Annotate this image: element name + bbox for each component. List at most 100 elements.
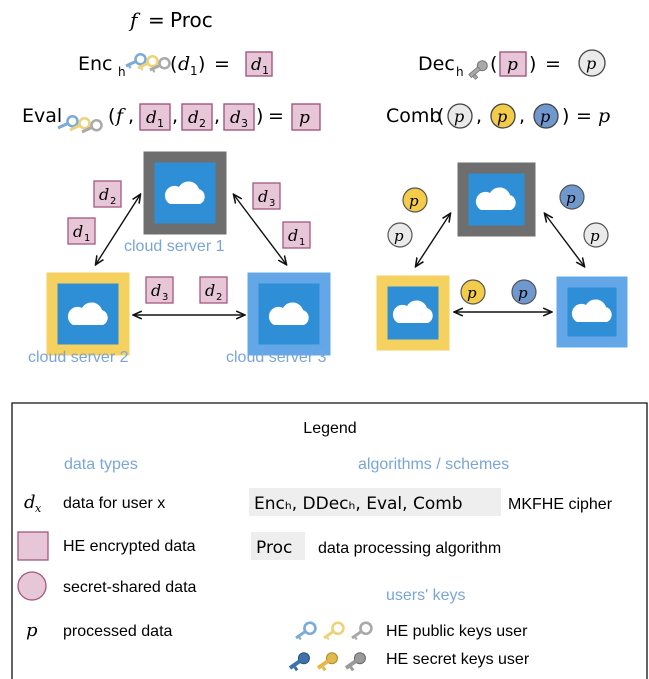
- svg-text:3: 3: [162, 292, 168, 303]
- server-1-icon: [143, 151, 227, 235]
- share-blue-right: p: [559, 184, 585, 210]
- svg-text:d: d: [258, 187, 268, 206]
- legend: Legend data types algorithms / schemes d…: [11, 402, 648, 679]
- svg-text:3: 3: [241, 117, 248, 130]
- he-data-d2-bottom: d 2: [199, 276, 228, 304]
- legend-secret-keys-icon: [288, 652, 366, 672]
- legend-title: Legend: [303, 420, 356, 437]
- legend-dx-symbol: d x: [24, 492, 42, 515]
- legend-data-types-heading: data types: [64, 456, 138, 473]
- he-data-d2-left: d 2: [93, 180, 122, 208]
- legend-proc-label: Proc: [256, 538, 292, 558]
- svg-text:d: d: [24, 492, 36, 513]
- he-data-d3-bottom: d 3: [145, 276, 174, 304]
- svg-text:p: p: [467, 284, 477, 302]
- legend-he-desc: HE encrypted data: [63, 538, 196, 555]
- svg-text:d: d: [251, 55, 262, 75]
- legend-alg-desc: MKFHE cipher: [508, 496, 613, 513]
- legend-he-swatch: [17, 531, 49, 561]
- legend-p-symbol: p: [26, 620, 38, 641]
- legend-p-desc: processed data: [63, 623, 173, 640]
- svg-text:p: p: [299, 108, 310, 128]
- svg-text:,: ,: [476, 105, 482, 127]
- svg-text:Dec: Dec: [418, 53, 455, 75]
- public-keys-icon: [125, 52, 171, 73]
- svg-text:d: d: [288, 226, 298, 245]
- svg-text:d: d: [99, 185, 109, 204]
- svg-text:d: d: [151, 281, 161, 300]
- svg-text:f: f: [114, 105, 126, 127]
- he-data-d1-right: d 1: [282, 221, 311, 249]
- svg-text:,: ,: [519, 105, 525, 127]
- legend-algorithms-heading: algorithms / schemes: [358, 456, 509, 473]
- formula-proc: f = Proc: [128, 8, 213, 32]
- legend-users-keys-heading: users' keys: [386, 587, 466, 604]
- svg-text:p: p: [394, 227, 404, 245]
- svg-text:=: =: [545, 53, 561, 75]
- svg-text:1: 1: [190, 64, 198, 78]
- formula-comb: Comb ( p , p , p ) = p: [386, 103, 610, 129]
- svg-text:d: d: [230, 108, 241, 128]
- legend-ss-swatch: [17, 571, 47, 601]
- legend-public-keys-icon: [295, 621, 373, 641]
- svg-text:p: p: [586, 54, 596, 73]
- server-2-label: cloud server 2: [28, 349, 129, 366]
- svg-text:2: 2: [110, 196, 116, 207]
- svg-text:d: d: [205, 281, 215, 300]
- svg-text:(: (: [170, 53, 177, 75]
- svg-text:d: d: [178, 53, 190, 75]
- svg-text:(: (: [108, 105, 115, 127]
- svg-text:p: p: [507, 55, 518, 75]
- svg-text:1: 1: [299, 237, 305, 248]
- arrow-r-s1-s3: [545, 214, 584, 266]
- svg-text:Proc: Proc: [170, 8, 213, 32]
- svg-text:): ): [198, 53, 205, 75]
- server-3-icon: [247, 272, 331, 356]
- svg-text:Eval: Eval: [22, 105, 62, 127]
- svg-text:=: =: [148, 8, 165, 32]
- arrow-r-s1-s2: [416, 214, 450, 266]
- svg-text:p: p: [518, 284, 528, 302]
- share-yellow-bottom: p: [460, 279, 486, 305]
- svg-text:1: 1: [84, 233, 90, 244]
- svg-text:h: h: [456, 65, 464, 79]
- svg-text:,: ,: [128, 105, 134, 127]
- formula-dec: Dec h ( p ) = p: [418, 49, 606, 80]
- svg-text:1: 1: [262, 64, 269, 77]
- svg-text:Comb: Comb: [386, 105, 441, 127]
- server-1-label: cloud server 1: [124, 238, 225, 255]
- he-data-d3-right: d 3: [252, 182, 281, 210]
- svg-text:,: ,: [214, 105, 220, 127]
- svg-text:=: =: [268, 105, 284, 127]
- svg-text:d: d: [188, 108, 199, 128]
- server-3-icon-right: [556, 276, 628, 348]
- svg-text:): ): [256, 105, 263, 127]
- svg-text:=: =: [214, 53, 230, 75]
- svg-text:=: =: [576, 105, 592, 127]
- formula-enc: Enc h ( d 1 ) = d 1: [78, 51, 273, 79]
- svg-text:p: p: [590, 227, 600, 245]
- server-2-icon: [46, 272, 130, 356]
- svg-text:3: 3: [269, 198, 275, 209]
- legend-alg-list: Encₕ, DDecₕ, Eval, Comb: [254, 494, 463, 514]
- arrow-s1-s3: [234, 195, 286, 264]
- svg-text:p: p: [454, 107, 464, 126]
- formula-eval: Eval ( f , d 1 , d 2 , d 3 ) = p: [22, 103, 321, 134]
- svg-text:d: d: [73, 222, 83, 241]
- legend-pub-keys-desc: HE public keys user: [386, 623, 528, 640]
- svg-text:h: h: [118, 65, 126, 79]
- svg-text:): ): [562, 105, 569, 127]
- svg-text:2: 2: [199, 117, 206, 130]
- legend-dx-desc: data for user x: [63, 495, 165, 512]
- server-1-icon-right: [457, 162, 536, 237]
- svg-text:2: 2: [216, 292, 222, 303]
- svg-text:(: (: [437, 105, 444, 127]
- share-gray-right: p: [583, 222, 609, 248]
- svg-text:d: d: [146, 108, 157, 128]
- server-2-icon-right: [376, 275, 450, 351]
- server-3-label: cloud server 3: [226, 349, 327, 366]
- svg-text:): ): [529, 53, 536, 75]
- secret-key-icon: [468, 60, 488, 80]
- svg-text:p: p: [540, 107, 550, 126]
